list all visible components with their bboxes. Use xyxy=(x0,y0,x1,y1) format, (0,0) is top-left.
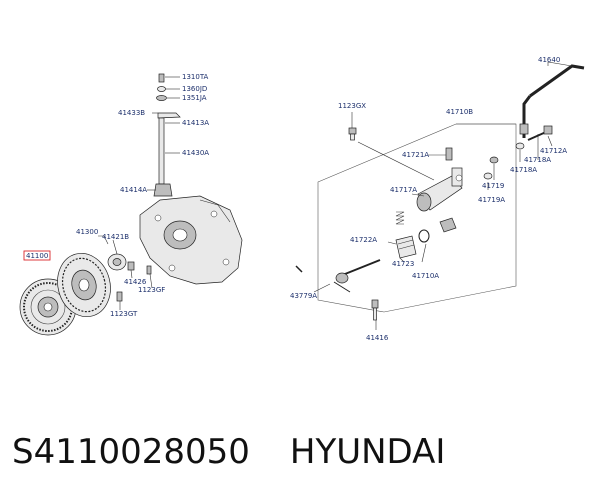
label-41640[interactable]: 41640 xyxy=(538,56,560,64)
label-41300[interactable]: 41300 xyxy=(76,228,98,236)
clevis-pin[interactable] xyxy=(295,265,351,293)
label-1123gf[interactable]: 1123GF xyxy=(138,286,165,294)
bolt-1123gx[interactable] xyxy=(348,127,357,141)
label-41433b[interactable]: 41433B xyxy=(118,109,145,117)
label-41719[interactable]: 41719 xyxy=(482,182,504,190)
label-1123gt[interactable]: 1123GT xyxy=(110,310,138,318)
label-41712a[interactable]: 41712A xyxy=(540,147,567,155)
label-41719a[interactable]: 41719A xyxy=(478,196,505,204)
bolt-1123gf[interactable] xyxy=(146,265,152,275)
label-41416[interactable]: 41416 xyxy=(366,334,389,342)
release-bearing[interactable] xyxy=(107,253,127,271)
label-41710b[interactable]: 41710B xyxy=(446,108,473,116)
shift-lever-assembly[interactable] xyxy=(153,73,181,197)
label-41413a[interactable]: 41413A xyxy=(182,119,209,127)
label-41718a-1[interactable]: 41718A xyxy=(510,166,537,174)
part-number: S4110028050 xyxy=(12,432,250,472)
return-spring[interactable] xyxy=(395,211,405,225)
caption: S4110028050 HYUNDAI xyxy=(12,424,592,480)
hose-clip[interactable] xyxy=(483,156,499,180)
label-41100[interactable]: 41100 xyxy=(26,252,48,260)
label-43779a[interactable]: 43779A xyxy=(290,292,317,300)
brand-name: HYUNDAI xyxy=(289,432,446,472)
transmission-housing[interactable] xyxy=(139,195,243,285)
label-1310ta[interactable]: 1310TA xyxy=(182,73,209,81)
label-1351ja[interactable]: 1351JA xyxy=(182,94,207,102)
clutch-pipe[interactable] xyxy=(515,64,585,150)
label-41414a[interactable]: 41414A xyxy=(120,186,147,194)
selected-part-highlight xyxy=(23,250,51,261)
label-41722a[interactable]: 41722A xyxy=(350,236,377,244)
release-fork-clip[interactable] xyxy=(127,261,135,271)
dust-boot[interactable] xyxy=(395,235,417,259)
piston-seal[interactable] xyxy=(418,217,457,243)
label-41718a-2[interactable]: 41718A xyxy=(524,156,551,164)
bleeder-screw[interactable] xyxy=(445,147,453,161)
label-1360jd[interactable]: 1360JD xyxy=(182,85,207,93)
bolt-41416[interactable] xyxy=(371,299,379,321)
label-41426[interactable]: 41426 xyxy=(124,278,147,286)
label-41723[interactable]: 41723 xyxy=(392,260,414,268)
label-41721a[interactable]: 41721A xyxy=(402,151,429,159)
label-1123gx[interactable]: 1123GX xyxy=(338,102,366,110)
parts-diagram: 41100 41300 41421B 41426 1123GF 1123GT 1… xyxy=(19,56,585,342)
label-41710a[interactable]: 41710A xyxy=(412,272,439,280)
label-41717a[interactable]: 41717A xyxy=(390,186,417,194)
slave-cylinder[interactable] xyxy=(416,167,463,212)
push-rod[interactable] xyxy=(335,259,381,284)
clutch-cover[interactable] xyxy=(51,247,118,322)
slave-cylinder-box xyxy=(317,123,517,313)
bolt-1123gt[interactable] xyxy=(116,291,123,302)
label-41430a[interactable]: 41430A xyxy=(182,149,209,157)
label-41421b[interactable]: 41421B xyxy=(102,233,129,241)
